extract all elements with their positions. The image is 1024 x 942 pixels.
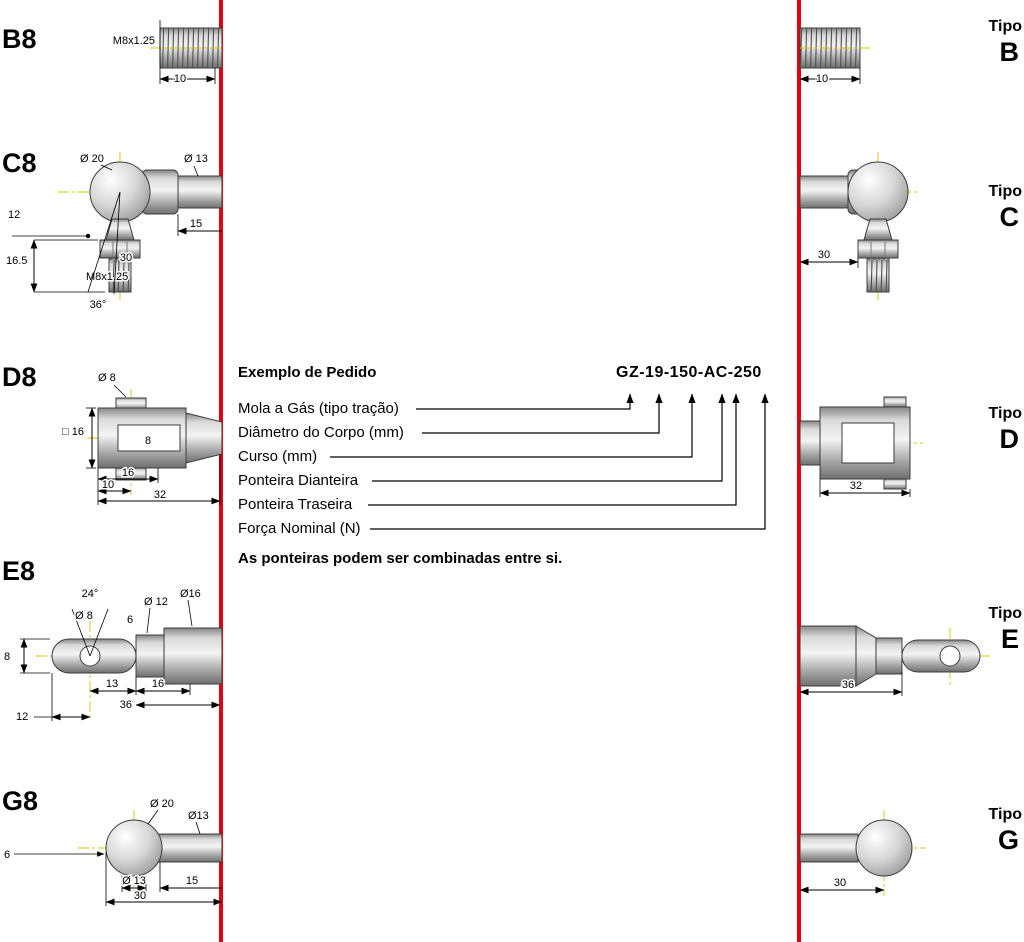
g8-right-drawing: 30	[799, 810, 926, 896]
dim-g8-ball-dia: Ø 20	[150, 798, 174, 810]
order-row-label-3: Ponteira Dianteira	[238, 472, 359, 489]
dim-c8-angle: 36°	[90, 299, 107, 311]
tipo-c: Tipo C	[989, 183, 1022, 235]
dim-d8-len10: 10	[102, 479, 114, 491]
e8-eyelet	[51, 627, 222, 685]
c8-left-drawing: Ø 20 Ø 13 12 16.5 15 30 M8x1.25 36°	[6, 152, 222, 313]
c8-ball-socket	[799, 161, 909, 293]
section-code-e8: E8	[2, 556, 36, 586]
d8-dimensions: Ø 8 □ 16 8 16 10 32	[61, 372, 221, 505]
e8-eyelet	[799, 625, 981, 687]
dim-b8-length: 10	[816, 73, 828, 85]
dim-d8-square: □ 16	[62, 426, 84, 438]
dim-d8-pin-dia: Ø 8	[98, 372, 116, 384]
order-example-connectors	[330, 393, 769, 530]
dim-c8-thread: M8x1.25	[86, 271, 128, 283]
tipo-c-word: Tipo	[988, 183, 1022, 200]
d8-left-drawing: Ø 8 □ 16 8 16 10 32	[61, 372, 222, 505]
tipo-e: Tipo E	[989, 605, 1022, 657]
dim-c8-len30: 30	[120, 252, 132, 264]
dim-g8-rod-dia: Ø13	[188, 810, 209, 822]
dim-d8-len32: 32	[850, 480, 862, 492]
dim-c8-ball-dia: Ø 20	[80, 153, 104, 165]
b8-right-drawing: 10	[799, 27, 870, 87]
b8-dimensions: 10 M8x1.25	[113, 20, 216, 87]
dim-e8-dia12: Ø 12	[144, 596, 168, 608]
dim-c8-h165: 16.5	[6, 255, 27, 267]
red-divider-left	[219, 0, 223, 942]
dim-e8-len36: 36	[120, 699, 132, 711]
dim-b8-thread: M8x1.25	[113, 35, 155, 47]
d8-right-drawing: 32	[799, 396, 923, 497]
order-example-code: GZ-19-150-AC-250	[616, 364, 762, 381]
dim-e8-len36: 36	[842, 679, 854, 691]
e8-right-drawing: 36	[799, 625, 990, 696]
red-divider-right	[797, 0, 801, 942]
connector-lines	[330, 393, 769, 530]
dim-g8-ch6: 6	[4, 849, 10, 861]
tipo-g: Tipo G	[989, 806, 1022, 858]
e8-dimensions: 36	[799, 672, 903, 696]
g8-left-drawing: Ø 20 Ø13 6 Ø 13 15 30	[4, 798, 222, 906]
d8-dimensions: 32	[819, 479, 911, 497]
dim-e8-dia16: Ø16	[180, 588, 201, 600]
tipo-d: Tipo D	[989, 405, 1022, 457]
section-code-g8: G8	[2, 786, 39, 816]
c8-dimensions: Ø 20 Ø 13 12 16.5 15 30 M8x1.25 36°	[6, 153, 222, 313]
dim-g8-len30: 30	[834, 877, 846, 889]
tipo-b-letter: B	[999, 37, 1020, 67]
tipo-e-letter: E	[1000, 624, 1019, 654]
dim-e8-len13: 13	[106, 678, 118, 690]
d8-clevis	[799, 396, 911, 490]
c8-dimensions: 30	[799, 248, 859, 268]
tipo-g-letter: G	[997, 825, 1019, 855]
dim-e8-h8: 8	[4, 651, 10, 663]
dim-g8-neck-dia: Ø 13	[122, 875, 146, 887]
dim-e8-ch6: 6	[127, 614, 133, 626]
e8-left-drawing: 24° Ø 8 Ø 12 Ø16 6 8 13 16 36 12	[4, 587, 222, 723]
order-row-label-5: Força Nominal (N)	[238, 520, 361, 537]
order-row-label-0: Mola a Gás (tipo tração)	[238, 400, 399, 417]
dim-c8-rod-dia: Ø 13	[184, 153, 208, 165]
dim-c8-h12: 12	[8, 209, 20, 221]
tipo-g-word: Tipo	[988, 806, 1022, 823]
section-code-c8: C8	[2, 148, 37, 178]
dim-e8-dia8: Ø 8	[75, 610, 93, 622]
tipo-c-letter: C	[999, 202, 1020, 232]
b8-left-drawing: 10 M8x1.25	[113, 20, 222, 87]
c8-right-drawing: 30	[799, 152, 918, 300]
dim-d8-slot: 8	[145, 435, 151, 447]
dim-e8-angle: 24°	[82, 588, 99, 600]
dim-d8-len16: 16	[122, 467, 134, 479]
dim-g8-len30: 30	[134, 890, 146, 902]
dim-d8-len32: 32	[154, 489, 166, 501]
dim-b8-length: 10	[174, 73, 186, 85]
dim-g8-len15: 15	[186, 875, 198, 887]
d8-clevis	[97, 397, 222, 481]
order-example-title: Exemplo de Pedido	[238, 364, 377, 381]
tipo-d-word: Tipo	[988, 405, 1022, 422]
order-row-label-4: Ponteira Traseira	[238, 496, 353, 513]
section-code-b8: B8	[2, 24, 37, 54]
dim-c8-len15: 15	[190, 218, 202, 230]
g8-ball-stud	[799, 819, 913, 877]
order-row-label-2: Curso (mm)	[238, 448, 318, 465]
section-code-d8: D8	[2, 362, 37, 392]
dim-e8-len12: 12	[16, 711, 28, 723]
g8-dimensions: 30	[799, 876, 885, 894]
dim-e8-len16: 16	[152, 678, 164, 690]
dim-c8-len30: 30	[818, 249, 830, 261]
tipo-e-word: Tipo	[988, 605, 1022, 622]
order-row-label-1: Diâmetro do Corpo (mm)	[238, 424, 404, 441]
tipo-b: Tipo B	[989, 18, 1022, 70]
g8-dimensions: Ø 20 Ø13 6 Ø 13 15 30	[4, 798, 222, 906]
e8-dimensions: 24° Ø 8 Ø 12 Ø16 6 8 13 16 36 12	[4, 587, 221, 723]
order-example-note: As ponteiras podem ser combinadas entre …	[238, 550, 563, 567]
g8-ball-stud	[105, 819, 222, 877]
tipo-d-letter: D	[999, 424, 1020, 454]
b8-dimensions: 10	[799, 68, 861, 87]
tipo-b-word: Tipo	[988, 18, 1022, 35]
